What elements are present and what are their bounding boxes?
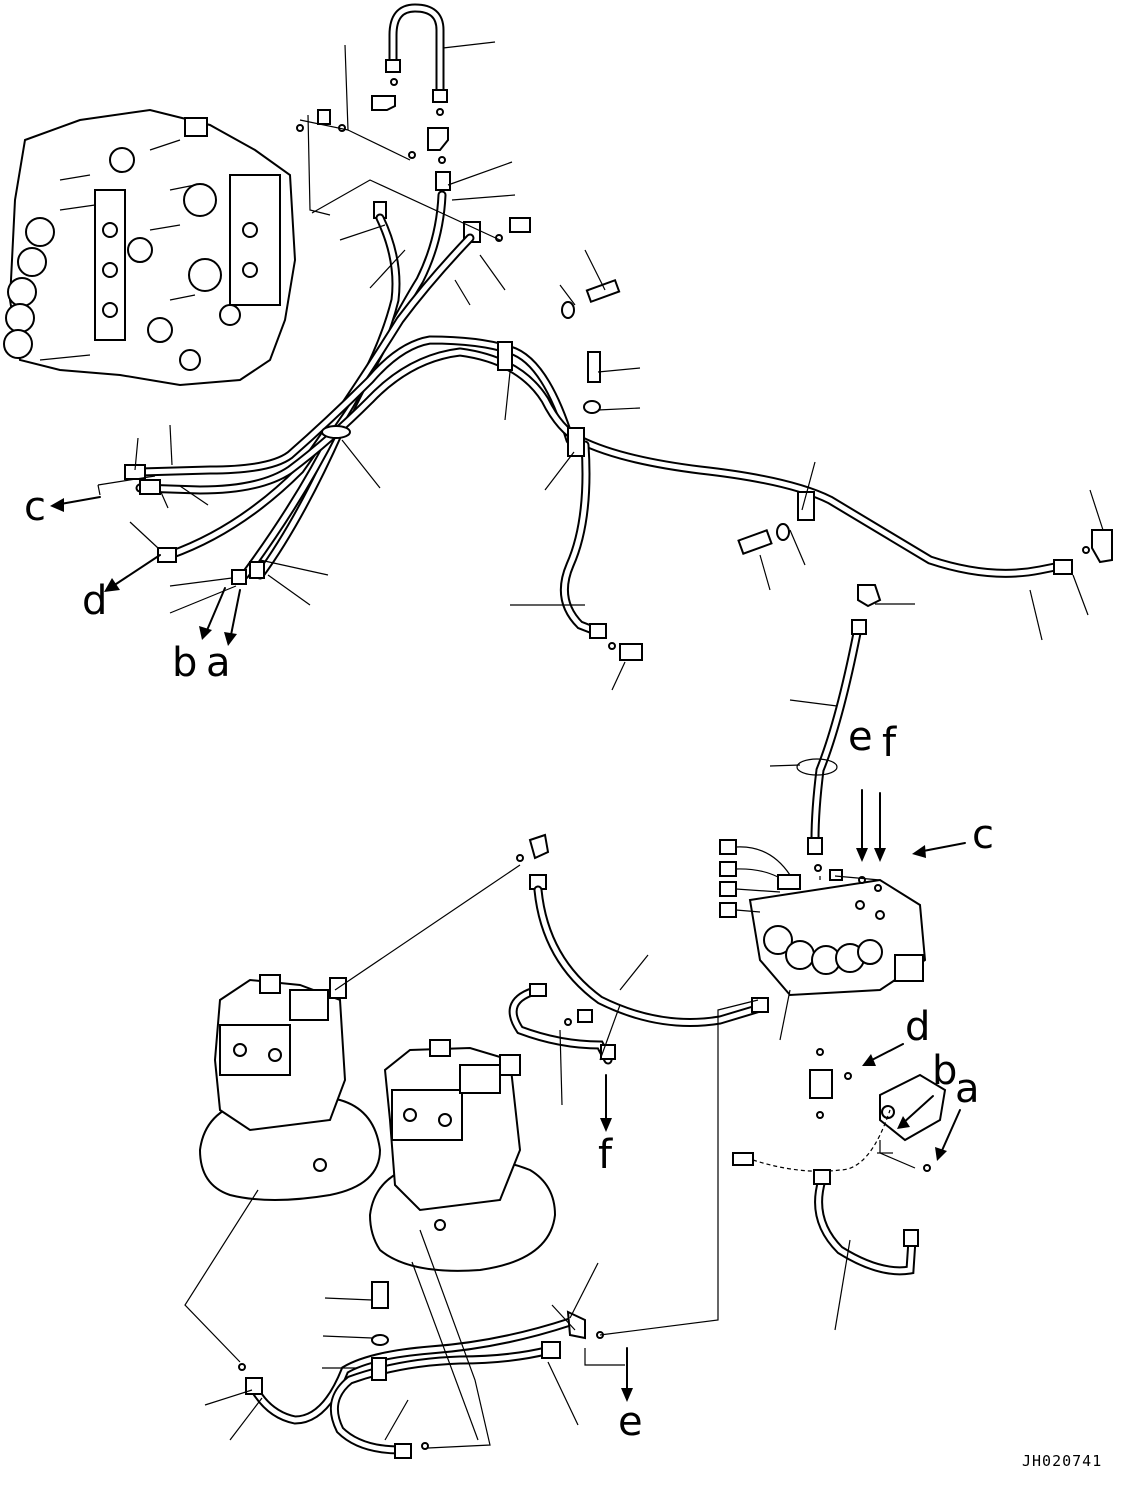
callout-labels: c d b a e f c d b a f e	[24, 484, 994, 1445]
swing-supply-hose	[516, 833, 769, 1027]
callout-e-mid: e	[848, 714, 873, 760]
callout-d-top: d	[82, 578, 107, 624]
callout-f-mid: f	[882, 720, 897, 766]
drawing-code: JH020741	[1022, 1452, 1102, 1470]
callout-b-top: b	[172, 640, 197, 686]
solenoid-valve-block	[719, 584, 927, 997]
flow-arrows	[50, 496, 966, 1402]
callout-b-mid: b	[932, 1048, 957, 1094]
leader-lines	[97, 41, 1104, 1449]
callout-a-mid: a	[955, 1066, 980, 1112]
callout-c-top: c	[24, 484, 46, 530]
callout-f-low: f	[598, 1132, 613, 1178]
shuttle-valve	[732, 1048, 947, 1276]
swing-motor-right	[368, 983, 616, 1272]
callout-d-mid: d	[905, 1004, 930, 1050]
swing-motor-left	[198, 974, 382, 1201]
callout-a-top: a	[206, 640, 231, 686]
top-hoses	[124, 3, 1113, 661]
callout-e-low: e	[618, 1399, 643, 1445]
callout-c-mid: c	[972, 812, 994, 858]
control-valve-assembly	[3, 108, 297, 387]
bottom-hoses	[238, 1281, 604, 1459]
